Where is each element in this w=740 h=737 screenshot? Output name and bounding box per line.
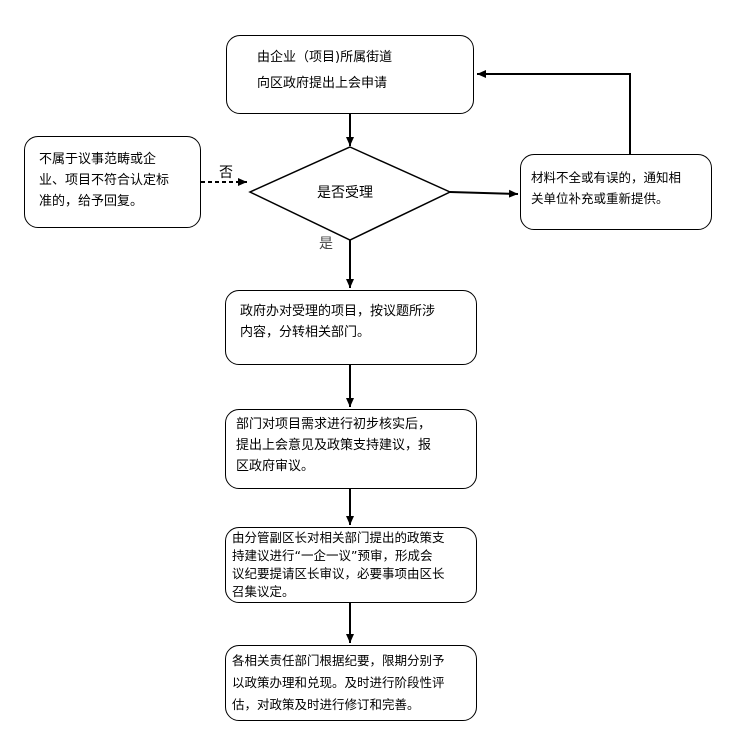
- reject-line-1: 不属于议事范畴或企: [39, 152, 157, 167]
- step3-line-3: 议纪要提请区长审议，必要事项由区长: [232, 566, 445, 581]
- step1-line-1: 政府办对受理的项目，按议题所涉: [240, 304, 436, 319]
- incomplete-line-1: 材料不全或有误的，通知相: [531, 170, 682, 185]
- step3-node: 由分管副区长对相关部门提出的政策支 持建议进行“一企一议”预审，形成会 议纪要提…: [225, 527, 477, 603]
- step2-line-3: 区政府审议。: [236, 459, 315, 474]
- start-line-2: 向区政府提出上会申请: [257, 76, 388, 91]
- arrow-decision-to-incomplete: [449, 189, 519, 198]
- reject-node: 不属于议事范畴或企 业、项目不符合认定标 准的，给予回复。: [24, 136, 201, 228]
- step4-line-3: 估，对政策及时进行修订和完善。: [232, 697, 420, 712]
- step1-line-2: 内容，分转相关部门。: [240, 325, 371, 340]
- step2-line-2: 提出上会意见及政策支持建议，报: [236, 438, 432, 453]
- step4-node: 各相关责任部门根据纪要，限期分别予 以政策办理和兑现。及时进行阶段性评 估，对政…: [225, 645, 477, 721]
- incomplete-line-2: 关单位补充或重新提供。: [531, 191, 669, 206]
- start-line-1: 由企业（项目)所属街道: [257, 50, 393, 65]
- decision-label: 是否受理: [317, 185, 373, 201]
- arrow-incomplete-to-start: [477, 70, 631, 154]
- reject-line-3: 准的，给予回复。: [39, 194, 144, 209]
- step4-line-1: 各相关责任部门根据纪要，限期分别予: [232, 653, 445, 668]
- edge-label-yes: 是: [319, 236, 333, 252]
- step1-node: 政府办对受理的项目，按议题所涉 内容，分转相关部门。: [225, 290, 477, 365]
- reject-line-2: 业、项目不符合认定标: [39, 173, 170, 188]
- step3-line-1: 由分管副区长对相关部门提出的政策支: [232, 530, 445, 545]
- step3-line-2: 持建议进行“一企一议”预审，形成会: [232, 548, 433, 563]
- step2-line-1: 部门对项目需求进行初步核实后，: [236, 417, 432, 432]
- step3-line-4: 召集议定。: [232, 584, 295, 599]
- incomplete-node: 材料不全或有误的，通知相 关单位补充或重新提供。: [520, 154, 712, 230]
- edge-label-no: 否: [219, 165, 233, 181]
- step4-line-2: 以政策办理和兑现。及时进行阶段性评: [232, 675, 445, 690]
- start-node: 由企业（项目)所属街道 向区政府提出上会申请: [226, 35, 474, 114]
- step2-node: 部门对项目需求进行初步核实后， 提出上会意见及政策支持建议，报 区政府审议。: [225, 409, 477, 489]
